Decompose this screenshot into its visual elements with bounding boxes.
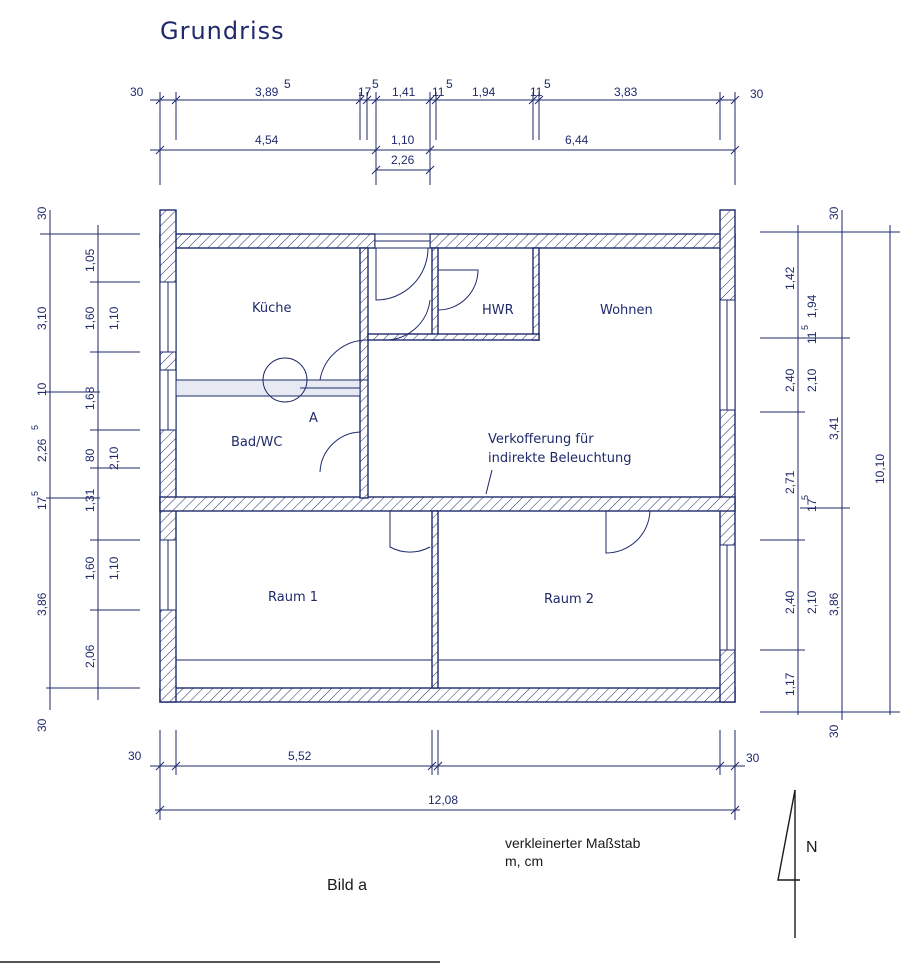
dim-top-115b: 11 <box>530 85 543 99</box>
dim-left-226-sup: 5 <box>30 425 40 430</box>
dim-bottom-30-right: 30 <box>746 751 760 765</box>
walls <box>159 209 736 703</box>
dim-top-175: 17 <box>358 85 372 99</box>
dim-top-30-right: 30 <box>750 87 764 101</box>
top-dimensions: 30 3,89 5 17 5 1,41 11 5 1,94 11 5 3,83 … <box>130 77 764 185</box>
north-label: N <box>806 839 818 856</box>
north-arrow-icon: N <box>777 789 818 938</box>
dim-right-341: 3,41 <box>827 416 841 440</box>
dim-right-240b: 2,40 <box>783 590 797 614</box>
annotation-line2: indirekte Beleuchtung <box>488 451 632 466</box>
dim-top-226: 2,26 <box>391 153 415 167</box>
scale-note-line2: m, cm <box>505 853 543 869</box>
dim-left-310: 3,10 <box>35 306 49 330</box>
marker-circle <box>262 357 308 403</box>
room-hwr: HWR <box>482 303 514 318</box>
dim-left-30-bottom: 30 <box>35 718 49 732</box>
dim-left-30-top: 30 <box>35 206 49 220</box>
dim-right-117: 1,17 <box>783 672 797 696</box>
room-bad: Bad/WC <box>231 435 282 450</box>
dim-top-175-sup: 5 <box>372 77 379 91</box>
dim-right-115-sup: 5 <box>800 325 810 330</box>
dim-top-110: 1,10 <box>391 133 415 147</box>
room-kueche: Küche <box>252 301 292 316</box>
windows <box>159 233 736 689</box>
dim-top-644: 6,44 <box>565 133 589 147</box>
dim-bottom-total: 12,08 <box>428 793 458 807</box>
dim-right-115: 11 <box>805 331 819 344</box>
room-raum1: Raum 1 <box>268 590 318 605</box>
dim-top-115a-sup: 5 <box>446 77 453 91</box>
dim-right-386: 3,86 <box>827 592 841 616</box>
dim-top-141: 1,41 <box>392 85 416 99</box>
dim-right-210b: 2,10 <box>805 590 819 614</box>
dim-top-383: 3,83 <box>614 85 638 99</box>
dim-right-142: 1,42 <box>783 266 797 290</box>
room-raum2: Raum 2 <box>544 592 594 607</box>
dim-right-30-bottom: 30 <box>827 724 841 738</box>
right-dimensions: 1,42 2,40 2,71 2,40 1,17 1,94 11 5 2,10 … <box>760 206 900 738</box>
dim-left-105: 1,05 <box>83 248 97 272</box>
annotation-line1: Verkofferung für <box>488 432 594 447</box>
dim-left-175-sup: 5 <box>30 491 40 496</box>
page-title: Grundriss <box>160 17 285 45</box>
bottom-dimensions: 30 5,52 30 12,08 <box>128 730 760 820</box>
marker-a: A <box>309 411 318 426</box>
dim-left-80: 80 <box>83 448 97 462</box>
dim-left-175: 17 <box>35 496 49 510</box>
dim-left-10: 10 <box>35 382 49 396</box>
dim-top-194: 1,94 <box>472 85 496 99</box>
dim-left-226: 2,26 <box>35 438 49 462</box>
dim-top-389: 3,89 <box>255 85 279 99</box>
dim-left-160b: 1,60 <box>83 556 97 580</box>
left-dimensions: 30 3,10 10 2,26 5 17 5 3,86 30 1,05 1,60… <box>30 206 140 732</box>
dim-left-131: 1,31 <box>83 488 97 512</box>
dim-left-210: 2,10 <box>107 446 121 470</box>
dim-top-115a: 11 <box>432 85 445 99</box>
dim-right-175: 17 <box>805 498 819 512</box>
dim-left-168: 1,68 <box>83 386 97 410</box>
dim-right-210a: 2,10 <box>805 368 819 392</box>
dim-right-total: 10,10 <box>873 454 887 484</box>
dim-left-110b: 1,10 <box>107 556 121 580</box>
room-wohnen: Wohnen <box>600 303 653 318</box>
dim-top-454: 4,54 <box>255 133 279 147</box>
dim-top-389-sup: 5 <box>284 77 291 91</box>
dim-right-240a: 2,40 <box>783 368 797 392</box>
dim-left-386: 3,86 <box>35 592 49 616</box>
dim-bottom-552: 5,52 <box>288 749 312 763</box>
dim-right-271: 2,71 <box>783 470 797 494</box>
dim-top-30-left: 30 <box>130 85 144 99</box>
figure-label: Bild a <box>327 877 367 894</box>
doors <box>319 247 651 554</box>
dim-top-115b-sup: 5 <box>544 77 551 91</box>
dim-left-160a: 1,60 <box>83 306 97 330</box>
dim-left-206: 2,06 <box>83 644 97 668</box>
dim-right-175-sup: 5 <box>800 495 810 500</box>
dim-right-194: 1,94 <box>805 294 819 318</box>
dim-right-30-top: 30 <box>827 206 841 220</box>
dim-left-110a: 1,10 <box>107 306 121 330</box>
dim-bottom-30-left: 30 <box>128 749 142 763</box>
scale-note-line1: verkleinerter Maßstab <box>505 835 641 851</box>
